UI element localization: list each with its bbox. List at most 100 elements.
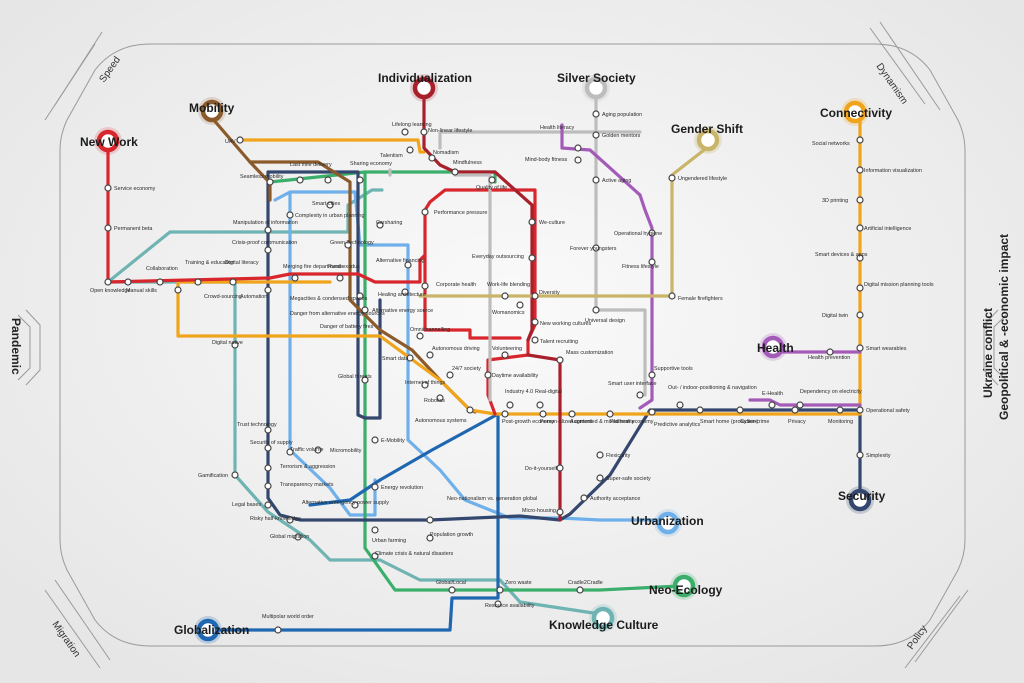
station-smart-devices[interactable] bbox=[856, 254, 864, 262]
station-rural-exodus[interactable] bbox=[336, 274, 344, 282]
station-authority[interactable] bbox=[580, 494, 588, 502]
station-legal-bases[interactable] bbox=[264, 501, 272, 509]
station-automation[interactable] bbox=[264, 286, 272, 294]
station-neo-nationalism[interactable] bbox=[426, 516, 434, 524]
station-monitoring[interactable] bbox=[836, 406, 844, 414]
station-mindfulness[interactable] bbox=[451, 168, 459, 176]
station-nomadism[interactable] bbox=[428, 154, 436, 162]
station-predictive[interactable] bbox=[648, 408, 656, 416]
station-smart-data[interactable] bbox=[406, 354, 414, 362]
station-manipulation[interactable] bbox=[264, 226, 272, 234]
station-simplexity[interactable] bbox=[856, 451, 864, 459]
station-operational-safety[interactable] bbox=[856, 406, 864, 414]
station-super-safe[interactable] bbox=[596, 474, 604, 482]
station-social-networks[interactable] bbox=[856, 136, 864, 144]
station-corporate-health[interactable] bbox=[421, 282, 429, 290]
station-security-supply[interactable] bbox=[264, 444, 272, 452]
station-multipolar[interactable] bbox=[274, 626, 282, 634]
station-manual-skills[interactable] bbox=[124, 278, 132, 286]
station-lifelong-learning[interactable] bbox=[401, 128, 409, 136]
station-autonomous-driving[interactable] bbox=[426, 351, 434, 359]
station-digital-literacy[interactable] bbox=[229, 278, 237, 286]
station-alt-emergency[interactable] bbox=[351, 501, 359, 509]
station-quality-of-life[interactable] bbox=[488, 176, 496, 184]
station-omnichannelling[interactable] bbox=[416, 332, 424, 340]
station-flexicurity[interactable] bbox=[596, 451, 604, 459]
station-info-viz[interactable] bbox=[856, 166, 864, 174]
station-sharing-economy[interactable] bbox=[356, 176, 364, 184]
station-new-working[interactable] bbox=[531, 318, 539, 326]
station-golden-mentors[interactable] bbox=[592, 131, 600, 139]
station-trust-tech[interactable] bbox=[264, 426, 272, 434]
station-smart-wearables[interactable] bbox=[856, 344, 864, 352]
station-female-firefighters[interactable] bbox=[668, 292, 676, 300]
station-crisis-proof[interactable] bbox=[264, 246, 272, 254]
station-active-aging[interactable] bbox=[592, 176, 600, 184]
station-digital-native[interactable] bbox=[231, 341, 239, 349]
station-transparency[interactable] bbox=[264, 482, 272, 490]
station-everyday-outsourcing[interactable] bbox=[528, 254, 536, 262]
station-merging-fire[interactable] bbox=[291, 274, 299, 282]
station-global-threats[interactable] bbox=[361, 376, 369, 384]
station-iot[interactable] bbox=[421, 381, 429, 389]
station-nonlinear[interactable] bbox=[420, 128, 428, 136]
station-energy-revolution[interactable] bbox=[371, 483, 379, 491]
station-mind-body[interactable] bbox=[574, 156, 582, 164]
station-privacy[interactable] bbox=[791, 406, 799, 414]
station-green-tech[interactable] bbox=[344, 241, 352, 249]
station-we-culture[interactable] bbox=[528, 218, 536, 226]
station-emobility[interactable] bbox=[371, 436, 379, 444]
station-micro-housing[interactable] bbox=[556, 508, 564, 516]
hub-globalization[interactable]: Globalization bbox=[174, 616, 249, 644]
station-aging-population[interactable] bbox=[592, 110, 600, 118]
station-womanomics[interactable] bbox=[516, 301, 524, 309]
station-zero-waste[interactable] bbox=[496, 586, 504, 594]
station-ungendered[interactable] bbox=[668, 174, 676, 182]
station-247-society[interactable] bbox=[446, 371, 454, 379]
station-digital-mission[interactable] bbox=[856, 284, 864, 292]
station-post-growth[interactable] bbox=[501, 410, 509, 418]
hub-urbanization[interactable]: Urbanization bbox=[631, 509, 704, 537]
station-healing-arch[interactable] bbox=[401, 288, 409, 296]
station-climate-crisis[interactable] bbox=[371, 552, 379, 560]
station-alt-financing[interactable] bbox=[404, 261, 412, 269]
station-forever-youngsters[interactable] bbox=[592, 244, 600, 252]
station-dependency[interactable] bbox=[796, 401, 804, 409]
station-cradle[interactable] bbox=[576, 586, 584, 594]
hub-silver-society[interactable]: Silver Society bbox=[557, 71, 636, 102]
station-daytime-availability[interactable] bbox=[484, 371, 492, 379]
station-smart-user[interactable] bbox=[636, 391, 644, 399]
station-ai[interactable] bbox=[856, 224, 864, 232]
station-smart-cities[interactable] bbox=[326, 201, 334, 209]
hub-neo-ecology[interactable]: Neo-Ecology bbox=[649, 572, 723, 600]
station-global-migration[interactable] bbox=[294, 533, 302, 541]
hub-individualization[interactable]: Individualization bbox=[378, 71, 472, 102]
hub-mobility[interactable]: Mobility bbox=[189, 97, 235, 125]
station-population-growth[interactable] bbox=[426, 534, 434, 542]
station-robotics[interactable] bbox=[436, 394, 444, 402]
station-global-local[interactable] bbox=[448, 586, 456, 594]
hub-security[interactable]: Security bbox=[838, 486, 886, 514]
station-ehealth[interactable] bbox=[768, 401, 776, 409]
station-gamification[interactable] bbox=[231, 471, 239, 479]
station-last-mile[interactable] bbox=[296, 176, 304, 184]
station-augmented[interactable] bbox=[568, 410, 576, 418]
hub-connectivity[interactable]: Connectivity bbox=[820, 98, 892, 126]
station-personalized[interactable] bbox=[539, 410, 547, 418]
station-talentism[interactable] bbox=[406, 146, 414, 154]
station-autonomous-systems[interactable] bbox=[466, 406, 474, 414]
station-performance-pressure[interactable] bbox=[421, 208, 429, 216]
station-megacities[interactable] bbox=[356, 292, 364, 300]
station-3d-printing[interactable] bbox=[856, 196, 864, 204]
station-mass-customization[interactable] bbox=[556, 356, 564, 364]
station-work-life[interactable] bbox=[501, 292, 509, 300]
station-crowd-sourcing[interactable] bbox=[174, 286, 182, 294]
station-do-it-yourself[interactable] bbox=[556, 464, 564, 472]
station-traffic-volume[interactable] bbox=[286, 448, 294, 456]
station-talent-recruiting[interactable] bbox=[531, 336, 539, 344]
station-resource-availability[interactable] bbox=[494, 600, 502, 608]
station-real-digital[interactable] bbox=[536, 401, 544, 409]
station-smart-home[interactable] bbox=[696, 406, 704, 414]
station-supportive-tools[interactable] bbox=[648, 371, 656, 379]
station-service-economy[interactable] bbox=[104, 184, 112, 192]
